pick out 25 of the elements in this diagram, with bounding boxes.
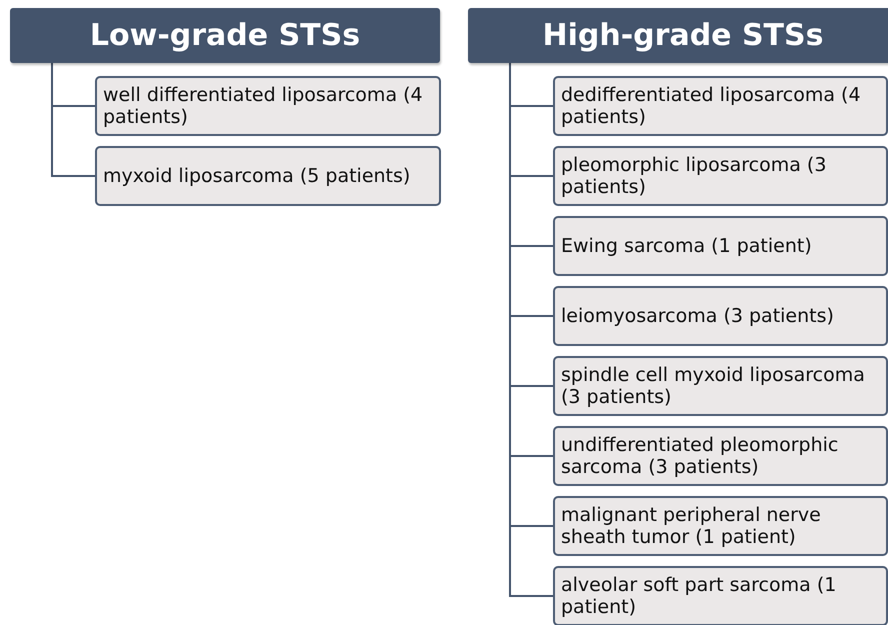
category-text: pleomorphic liposarcoma (3 patients) [561,154,828,198]
group-header [10,8,440,63]
group-header [468,8,888,63]
category-text: dedifferentiated liposarcoma (4 patients) [561,84,862,128]
category-box [95,76,441,136]
category-box [553,356,888,416]
connector-line [51,63,95,177]
category-text: malignant peripheral nerve sheath tumor (1 patient) [561,504,822,548]
category-box [553,146,888,206]
category-text: well differentiated liposarcoma (4 patients) [103,84,424,128]
header-text: High-grade STSs [542,18,824,53]
category-text: alveolar soft part sarcoma (1 patient) [561,574,838,618]
category-box [553,286,888,346]
category-box [95,146,441,206]
category-text: myxoid liposarcoma (5 patients) [103,165,410,187]
category-box [553,216,888,276]
category-text: spindle cell myxoid liposarcoma (3 patients) [561,364,866,408]
header-text: Low-grade STSs [90,18,360,53]
category-box [553,566,888,625]
category-box [553,496,888,556]
category-text: leiomyosarcoma (3 patients) [561,305,834,327]
category-text: Ewing sarcoma (1 patient) [561,235,812,257]
category-box [553,76,888,136]
category-box [553,426,888,486]
category-text: undifferentiated pleomorphic sarcoma (3 patients) [561,434,840,478]
